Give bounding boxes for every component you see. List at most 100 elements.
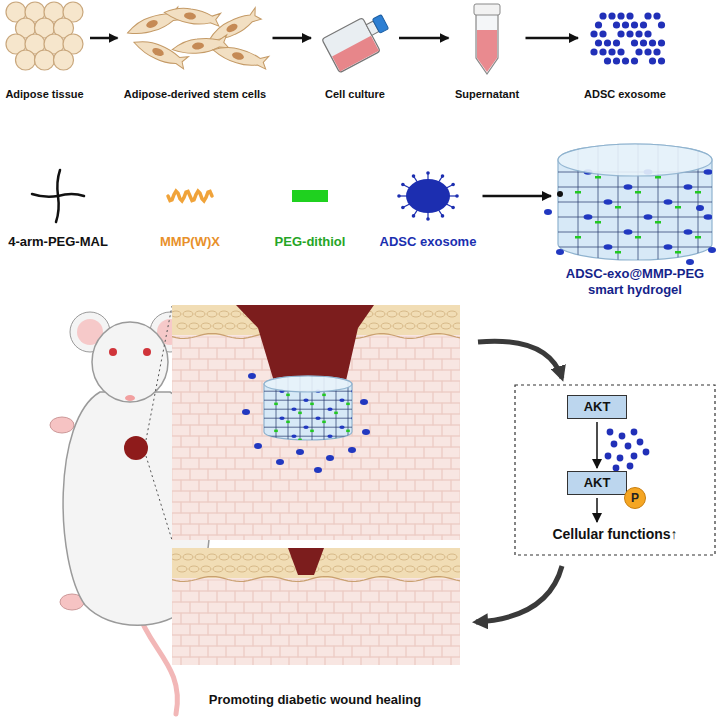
skin-cell [415,657,433,665]
skin-cell [262,513,280,524]
skin-cell [181,348,199,359]
skin-cell [442,535,460,540]
epidermis-cell [243,554,253,560]
node-label: P [631,488,639,508]
skin-cell [388,447,406,458]
skin-cell [388,491,406,502]
exosome-dot [631,39,638,46]
epidermis-cell [375,554,385,560]
network-exosome [604,199,613,205]
flow-arrow [526,37,579,40]
exosome-dot [640,39,647,46]
skin-cell [451,524,460,535]
skin-cell [199,591,217,602]
skin-cell [370,624,388,635]
skin-cell [451,370,460,381]
skin-cell [226,425,244,436]
flow-arrow [90,37,118,40]
network-crosslink [346,403,350,406]
skin-cell [415,370,433,381]
epidermis-cell [213,323,223,329]
skin-cell [244,337,262,348]
skin-cell [451,436,460,447]
skin-cell [397,370,415,381]
skin-cell [343,436,361,447]
epidermis-cell [429,566,439,572]
exosome-dot [627,463,634,470]
picture-space [378,165,479,232]
skin-cell [325,524,343,535]
skin-cell [172,447,190,458]
skin-cell [370,337,388,348]
skin-cell [289,480,307,491]
picture-space [315,2,395,84]
skin-cell [217,392,235,403]
skin-cell [199,348,217,359]
skin-cell [397,591,415,602]
skin-cell [451,502,460,513]
skin-cell [370,469,388,480]
epidermis-cell [183,554,193,560]
skin-cell [451,348,460,359]
skin-cell [181,414,199,425]
skin-cell [208,602,226,613]
skin-cell [424,403,442,414]
skin-cell [190,337,208,348]
epidermis-cell [441,566,451,572]
skin-cell [361,613,379,624]
skin-cell [442,491,460,502]
skin-cell [244,425,262,436]
skin-cell [388,403,406,414]
supernatant-step: Supernatant [453,2,522,102]
skin-cell [190,646,208,657]
skin-cell [172,524,181,535]
skin-cell [379,348,397,359]
skin-cell [424,381,442,392]
skin-cell [262,602,280,613]
epidermis-cell [261,566,271,572]
skin-cell [325,613,343,624]
skin-cell [280,535,298,540]
exosome-dot [658,21,665,28]
released-exosome [556,249,564,255]
exosome-dot [599,30,606,37]
skin-cell [289,613,307,624]
exosome-spike-tip [412,174,416,178]
epidermis-cell [189,566,199,572]
skin-cell [370,359,388,370]
skin-cell [172,635,181,646]
network-crosslink [322,394,326,397]
epidermis-cell [351,554,361,560]
skin-cell [226,447,244,458]
network-crosslink [675,206,681,209]
skin-cell [424,646,442,657]
exosome-dot [640,21,647,28]
exosome-dot [613,57,620,64]
cell-nucleus [192,42,205,51]
skin-cell [397,635,415,646]
picture-space [6,165,110,232]
network-exosome [339,426,344,429]
skin-cell [316,624,334,635]
epidermis-cell [435,554,445,560]
epidermis-cell [177,566,187,572]
network-line [558,217,712,218]
cell-body [211,43,269,70]
skin-cell [244,602,262,613]
epidermis-cell [441,323,451,329]
dermis [172,548,460,665]
exosome-dot [607,429,614,436]
released-exosome [248,373,256,379]
skin-cell [433,414,451,425]
skin-boundary [172,577,460,582]
flow-arrow [596,422,598,468]
skin-cell [388,602,406,613]
skin-cell [307,480,325,491]
cell-nucleus [225,22,239,34]
skin-cell [235,392,253,403]
skin-cell [172,425,190,436]
skin-cell [217,480,235,491]
network-crosslink [286,394,290,397]
skin-cell [415,480,433,491]
network-crosslink [298,412,302,415]
